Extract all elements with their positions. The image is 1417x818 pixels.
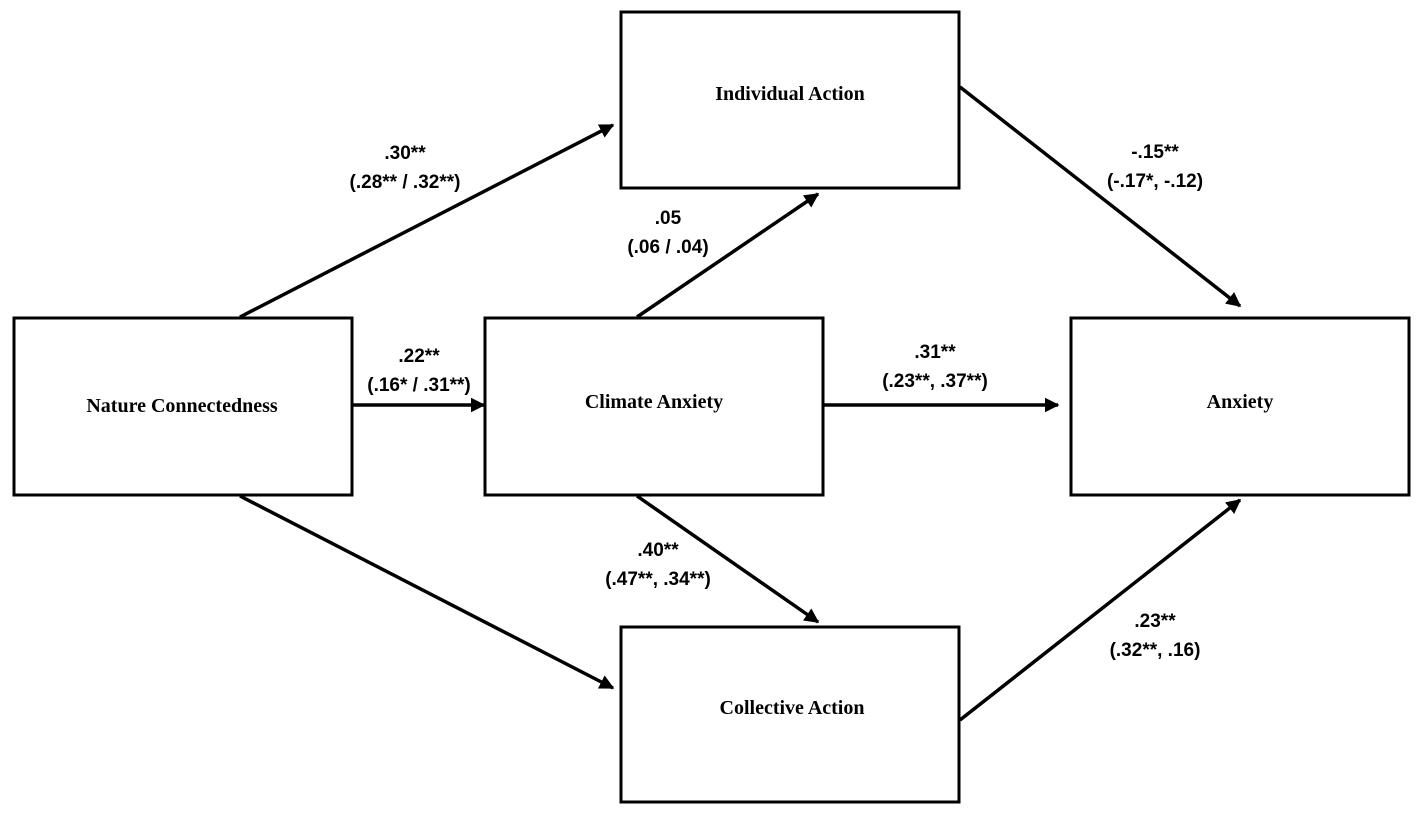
coefficient-main: .40** xyxy=(637,540,679,561)
node-anxiety-label: Anxiety xyxy=(1207,391,1274,413)
arrow-individual-to-anxiety xyxy=(958,85,1242,308)
node-climate-anxiety-label: Climate Anxiety xyxy=(585,391,723,413)
coefficient-groups: (.16* / .31**) xyxy=(367,375,471,396)
coefficient-groups: (.28** / .32**) xyxy=(350,172,461,193)
arrow-nature-to-collective xyxy=(239,494,615,690)
edge-label-climate-collective: .40** (.47**, .34**) xyxy=(605,540,711,590)
coefficient-groups: (.32**, .16) xyxy=(1110,640,1201,661)
node-collective-action: Collective Action xyxy=(619,625,961,804)
coefficient-main: .05 xyxy=(655,208,682,229)
edge-label-nature-climate: .22** (.16* / .31**) xyxy=(367,346,471,396)
edge-label-nature-individual: .30** (.28** / .32**) xyxy=(350,143,461,193)
node-nature-connectedness: Nature Connectedness xyxy=(12,316,354,497)
coefficient-main: .22** xyxy=(398,346,440,367)
coefficient-groups: (.06 / .04) xyxy=(627,237,708,258)
coefficient-groups: (.23**, .37**) xyxy=(882,371,988,392)
arrow-climate-to-individual xyxy=(636,192,820,319)
node-individual-action: Individual Action xyxy=(619,10,961,190)
coefficient-main: .31** xyxy=(914,342,956,363)
edge-label-collective-anxiety: .23** (.32**, .16) xyxy=(1110,611,1201,661)
node-collective-action-label: Collective Action xyxy=(720,697,865,719)
arrow-collective-to-anxiety xyxy=(958,498,1242,722)
coefficient-main: -.15** xyxy=(1131,142,1179,163)
node-climate-anxiety: Climate Anxiety xyxy=(483,316,825,497)
edge-label-climate-anxiety: .31** (.23**, .37**) xyxy=(882,342,988,392)
coefficient-groups: (.47**, .34**) xyxy=(605,569,711,590)
coefficient-groups: (-.17*, -.12) xyxy=(1107,171,1203,192)
edge-label-climate-individual: .05 (.06 / .04) xyxy=(627,208,708,258)
node-nature-connectedness-label: Nature Connectedness xyxy=(86,395,278,417)
edge-label-individual-anxiety: -.15** (-.17*, -.12) xyxy=(1107,142,1203,192)
arrow-nature-to-individual xyxy=(239,123,615,319)
arrow-climate-to-collective xyxy=(636,494,820,624)
node-anxiety: Anxiety xyxy=(1069,316,1411,497)
node-individual-action-label: Individual Action xyxy=(715,83,865,105)
coefficient-main: .30** xyxy=(384,143,426,164)
coefficient-main: .23** xyxy=(1134,611,1176,632)
